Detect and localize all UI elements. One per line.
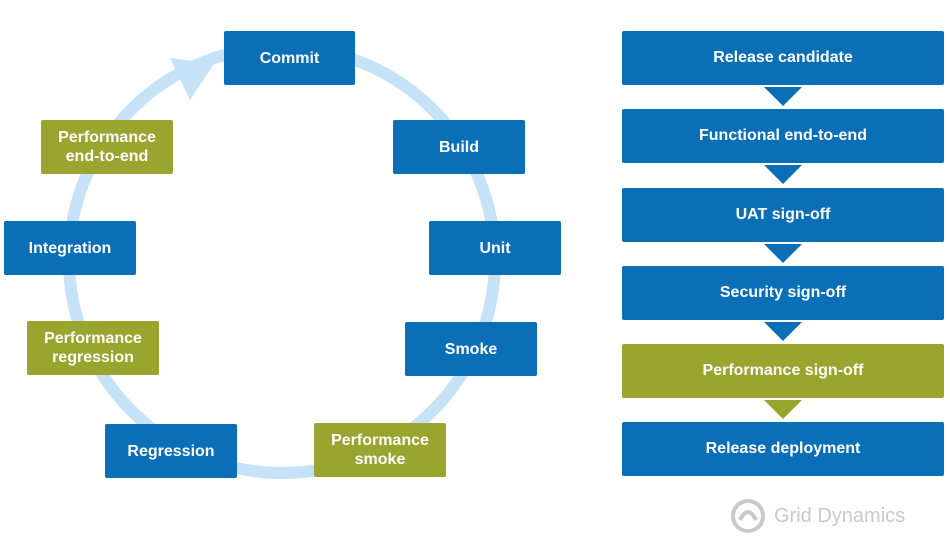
pipeline-step-uat-sign-off: UAT sign-off (622, 188, 944, 242)
pipeline-arrow-icon (764, 244, 802, 263)
pipeline-step-functional-end-to-end: Functional end-to-end (622, 109, 944, 163)
pipeline-step-security-sign-off: Security sign-off (622, 266, 944, 320)
cycle-step-integration: Integration (4, 221, 136, 275)
cycle-arrowhead-icon (170, 58, 214, 100)
company-logo: Grid Dynamics (730, 498, 905, 534)
cycle-step-regression: Regression (105, 424, 237, 478)
pipeline-step-release-candidate: Release candidate (622, 31, 944, 85)
cycle-step-smoke: Smoke (405, 322, 537, 376)
pipeline-arrow-icon (764, 165, 802, 184)
pipeline-step-release-deployment: Release deployment (622, 422, 944, 476)
cycle-step-unit: Unit (429, 221, 561, 275)
pipeline-step-performance-sign-off: Performance sign-off (622, 344, 944, 398)
cycle-step-performance-regression: Performance regression (27, 321, 159, 375)
pipeline-arrow-icon (764, 322, 802, 341)
cycle-step-performance-smoke: Performance smoke (314, 423, 446, 477)
pipeline-arrow-icon (764, 400, 802, 419)
logo-text: Grid Dynamics (774, 504, 906, 527)
cycle-step-build: Build (393, 120, 525, 174)
cycle-step-performance-end-to-end: Performance end-to-end (41, 120, 173, 174)
cycle-step-commit: Commit (224, 31, 355, 85)
grid-dynamics-logo-icon (731, 499, 765, 533)
pipeline-arrow-icon (764, 87, 802, 106)
